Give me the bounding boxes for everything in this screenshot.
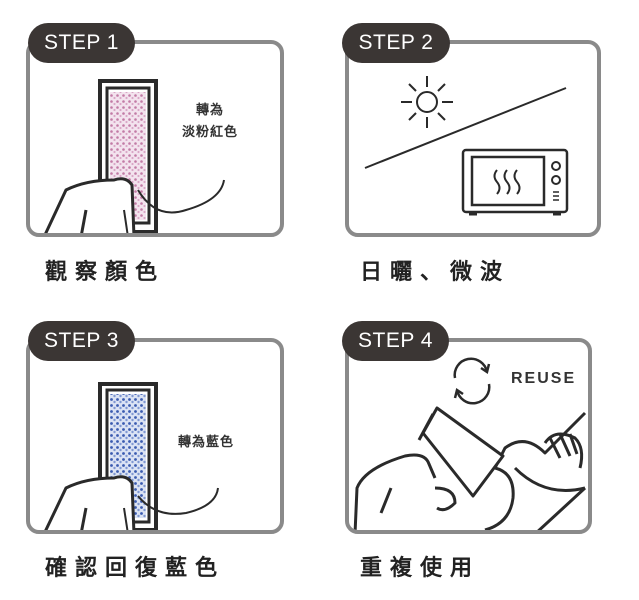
step-2-card: [345, 40, 601, 237]
card-in-hand-icon: [44, 79, 225, 233]
diagonal-divider: [364, 87, 567, 169]
recycle-arrows-icon: [453, 357, 491, 405]
step-4-card: REUSE: [345, 338, 592, 534]
step-3-annotation: 轉為藍色: [178, 435, 235, 450]
card-in-hand-icon: [44, 382, 219, 530]
step-1-annotation: 轉為 淡粉紅色: [182, 100, 238, 144]
step-1-badge: STEP 1: [28, 23, 135, 63]
step-4-caption: 重複使用: [360, 556, 481, 581]
person-holding-card-icon: [353, 406, 587, 530]
step-4-badge: STEP 4: [342, 321, 449, 361]
step-1-card: 轉為 淡粉紅色: [26, 40, 284, 237]
step-3-caption: 確認回復藍色: [45, 556, 226, 581]
step-1-caption: 觀察顏色: [45, 260, 166, 285]
annotation-line-2: 淡粉紅色: [182, 125, 239, 140]
annotation-line-1: 轉為: [196, 103, 225, 118]
sun-icon: [401, 76, 453, 128]
step-3-badge: STEP 3: [28, 321, 135, 361]
step-2-badge: STEP 2: [342, 23, 450, 63]
reuse-label: REUSE: [511, 370, 577, 387]
step-2-caption: 日曬、微波: [360, 260, 511, 285]
step-3-card: 轉為藍色: [26, 338, 284, 534]
microwave-icon: [461, 148, 569, 216]
